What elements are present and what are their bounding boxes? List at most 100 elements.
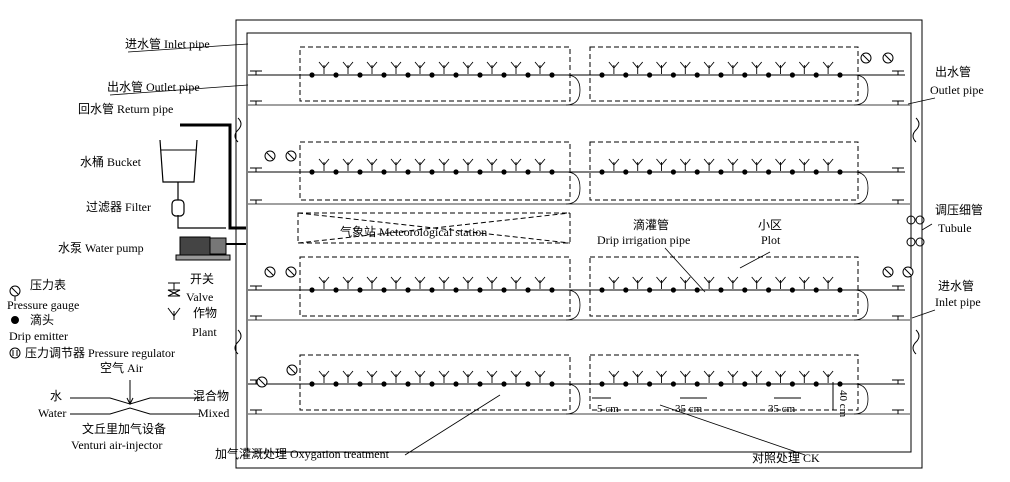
water-pump-head — [209, 237, 227, 255]
plant — [751, 276, 763, 289]
drip-emitter — [766, 287, 772, 293]
plot-box — [299, 256, 571, 317]
drip-emitter — [309, 72, 315, 78]
drip-emitter — [623, 169, 629, 175]
drip-emitter — [837, 381, 843, 387]
venturi-water-en: Water — [38, 406, 66, 420]
pipe-break-left-2 — [234, 329, 242, 355]
filter-pump-pipe — [177, 215, 226, 229]
pressure-gauge-needle — [862, 54, 870, 62]
drip-emitter — [813, 381, 819, 387]
plant — [342, 158, 354, 171]
valve — [892, 409, 904, 414]
tubule-regulator-icon — [906, 215, 916, 225]
label-bucket: 水桶 Bucket — [80, 154, 142, 169]
drip-loop — [853, 171, 869, 205]
plant — [390, 158, 402, 171]
label-control: 对照处理 CK — [752, 451, 820, 465]
plant — [318, 370, 330, 383]
met-station-cross-2 — [297, 212, 571, 244]
leader-inlet-right — [911, 309, 936, 319]
plant — [486, 276, 498, 289]
drip-loop — [853, 289, 869, 321]
plant — [632, 276, 644, 289]
plant — [727, 158, 739, 171]
drip-emitter — [333, 72, 339, 78]
pressure-gauge-icon-needle — [11, 287, 19, 295]
plant — [318, 158, 330, 171]
drip-emitter — [429, 381, 435, 387]
drip-emitter — [453, 72, 459, 78]
legend-emitter-en: Drip emitter — [9, 329, 68, 343]
label-inlet-right-cn: 进水管 — [938, 278, 974, 293]
plant — [534, 276, 546, 289]
dim-35cm-label-b: 35 cm — [768, 403, 796, 415]
diagram-frame — [159, 19, 925, 469]
drip-emitter — [647, 72, 653, 78]
drip-emitter — [501, 169, 507, 175]
legend-pressure-gauge-cn: 压力表 — [30, 278, 66, 292]
label-plot-cn: 小区 — [758, 218, 782, 232]
plant — [703, 158, 715, 171]
plant — [414, 370, 426, 383]
drip-emitter — [381, 381, 387, 387]
drip-emitter — [837, 169, 843, 175]
drip-emitter — [742, 72, 748, 78]
legend-regulator: 压力调节器 Pressure regulator — [25, 346, 175, 360]
drip-emitter — [477, 381, 483, 387]
valve — [250, 100, 262, 105]
drip-emitter — [718, 169, 724, 175]
drip-emitter — [742, 169, 748, 175]
drip-emitter — [429, 169, 435, 175]
plant — [438, 276, 450, 289]
venturi-air-label: 空气 Air — [100, 360, 143, 375]
drip-emitter — [789, 72, 796, 78]
plant — [727, 370, 739, 383]
drip-emitter — [813, 287, 819, 293]
pressure-gauge-needle — [266, 152, 274, 160]
drip-emitter — [405, 169, 411, 175]
drip-loop — [565, 74, 581, 106]
plant — [510, 61, 522, 74]
plant — [751, 158, 763, 171]
valve — [892, 315, 904, 320]
drip-emitter — [429, 287, 435, 293]
plot-box — [589, 46, 859, 102]
label-outlet-left: 出水管 Outlet pipe — [107, 79, 200, 94]
drip-emitter — [742, 381, 748, 387]
drip-emitter — [357, 169, 363, 175]
dim-40cm-label: 40 cm — [837, 390, 849, 418]
plant — [438, 370, 450, 383]
venturi-injector — [70, 380, 200, 415]
water-pump-base — [175, 254, 231, 261]
plant — [342, 276, 354, 289]
plant — [775, 158, 786, 171]
drip-emitter — [813, 169, 819, 175]
venturi-body — [70, 397, 200, 415]
plant — [438, 61, 450, 74]
drip-emitter — [789, 287, 796, 293]
drip-emitter — [429, 72, 435, 78]
drip-emitter — [813, 72, 819, 78]
plant — [798, 158, 810, 171]
valve — [250, 409, 262, 414]
dimension-marks — [592, 382, 834, 410]
plant — [727, 61, 739, 74]
plant — [462, 158, 474, 171]
drip-emitter — [333, 169, 339, 175]
plant — [534, 370, 546, 383]
plant — [462, 370, 474, 383]
tubule-regulator-icon — [915, 237, 925, 247]
plant — [822, 370, 834, 383]
drip-emitter — [670, 72, 677, 78]
plant — [727, 276, 739, 289]
plant — [486, 61, 498, 74]
venturi-mixed-cn: 混合物 — [193, 388, 229, 403]
legend-valve-cn: 开关 — [190, 272, 214, 286]
drip-loop — [565, 171, 581, 205]
drip-emitter — [766, 72, 772, 78]
drip-emitter — [766, 169, 772, 175]
pressure-gauge-needle — [904, 268, 912, 276]
drip-emitter — [309, 381, 315, 387]
pressure-gauge-needle — [884, 268, 892, 276]
